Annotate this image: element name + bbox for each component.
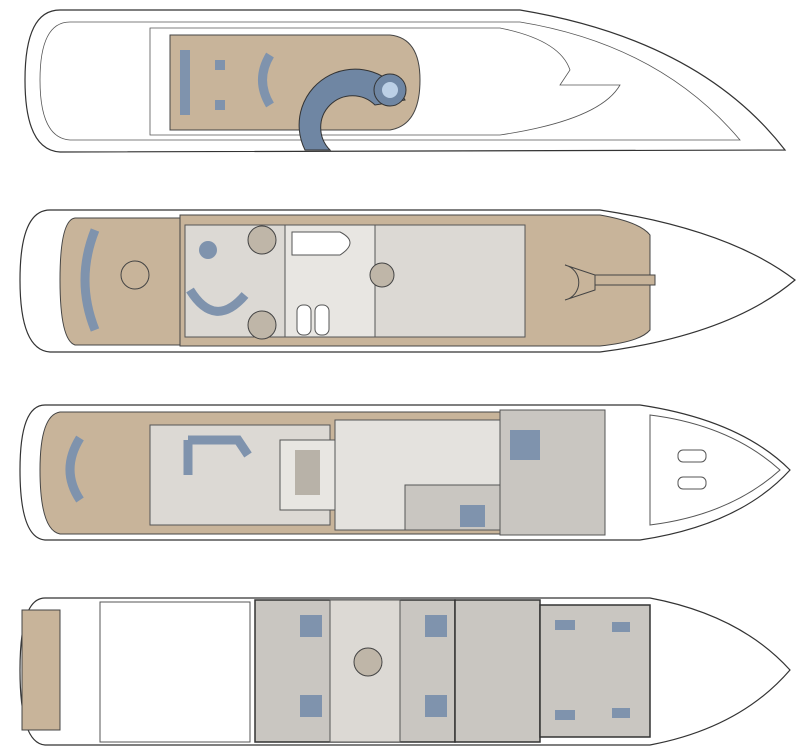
bunk	[612, 622, 630, 632]
garage	[99, 601, 251, 743]
jetski	[314, 304, 330, 336]
bunk	[555, 620, 575, 630]
lower-deck	[19, 597, 791, 746]
sun-deck-inner-line	[39, 21, 741, 141]
upper-deck-aft-teak	[59, 217, 181, 346]
sun-deck-superstructure	[149, 27, 621, 136]
aft-sofa	[65, 435, 84, 503]
bed	[300, 695, 322, 717]
foredeck-seating	[564, 264, 596, 301]
sun-deck-teak	[169, 34, 421, 131]
upper-deck	[19, 209, 796, 353]
upper-deck-interior	[374, 224, 526, 338]
owner-suite	[499, 409, 606, 536]
spiral-stair	[369, 262, 395, 288]
aft-sofa	[80, 228, 100, 332]
bed	[425, 615, 447, 637]
tender	[291, 231, 351, 256]
spiral-stair	[247, 225, 277, 255]
bed	[425, 695, 447, 717]
sofa-curved	[258, 52, 274, 108]
walkway	[594, 274, 656, 286]
sun-deck	[24, 9, 787, 153]
dining-table	[295, 450, 320, 495]
sunpad	[677, 449, 707, 463]
bed	[510, 430, 540, 460]
crew-area	[454, 599, 541, 743]
sunpad	[677, 476, 707, 490]
sofa	[183, 435, 252, 475]
jacuzzi-water	[382, 82, 398, 98]
curved-sofa	[186, 287, 249, 316]
main-deck	[19, 404, 791, 541]
bunk	[612, 708, 630, 718]
guest-cabin	[404, 484, 501, 531]
chair	[215, 100, 225, 110]
sofa	[180, 50, 190, 115]
spiral-stair	[353, 647, 383, 677]
jetski	[296, 304, 312, 336]
spiral-stair	[247, 310, 277, 340]
bed	[460, 505, 485, 527]
bed	[300, 615, 322, 637]
foredeck	[649, 414, 781, 526]
chair	[215, 60, 225, 70]
table	[199, 241, 217, 259]
swim-platform	[21, 609, 61, 731]
dining-table	[120, 260, 150, 290]
bunk	[555, 710, 575, 720]
